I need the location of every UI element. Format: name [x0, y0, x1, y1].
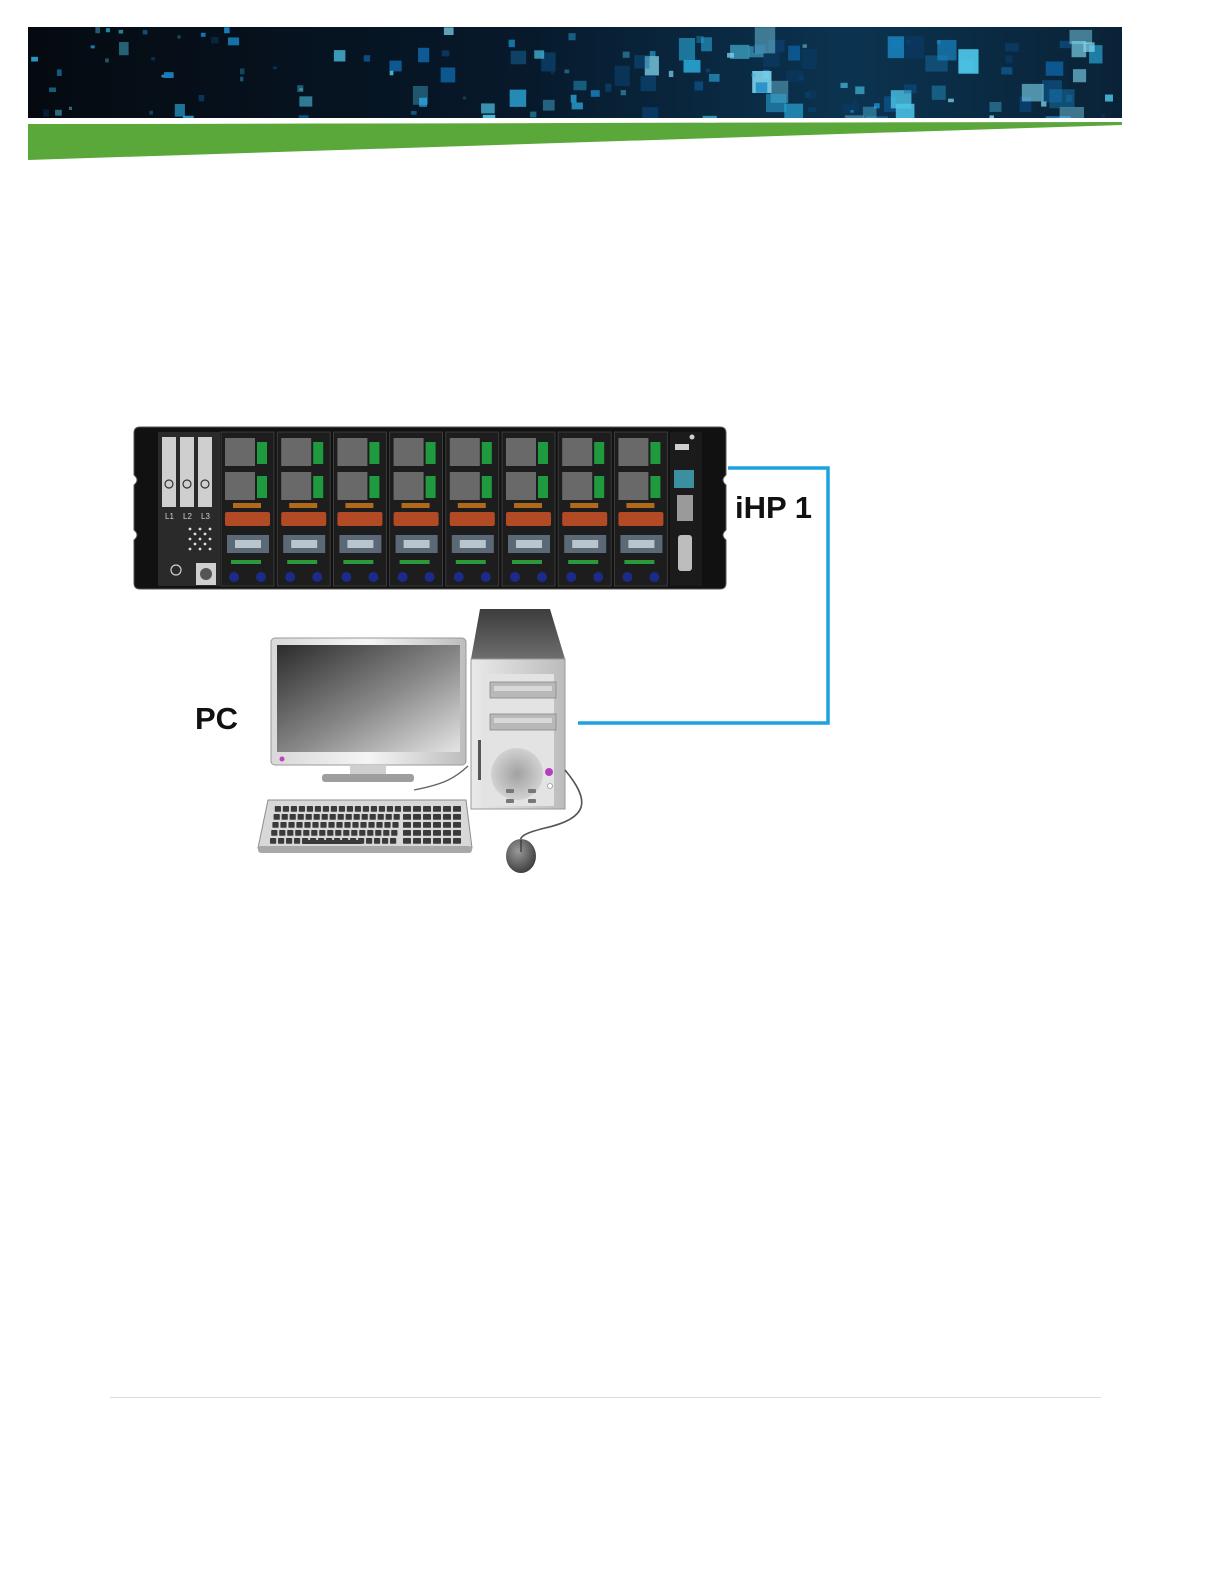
power-shelf-label: iHP 1 — [735, 490, 812, 526]
pc-label: PC — [195, 701, 238, 737]
footer-divider — [110, 1397, 1101, 1398]
power-shelf-icon: L1 L2 L3 — [134, 427, 726, 589]
keyboard-icon — [258, 800, 472, 853]
tower-case-icon — [471, 609, 565, 809]
mouse-icon — [506, 839, 536, 873]
rack-label-l3: L3 — [201, 512, 210, 521]
rack-label-l2: L2 — [183, 512, 192, 521]
monitor-icon — [271, 638, 466, 782]
desktop-pc-icon — [258, 609, 582, 873]
rack-label-l1: L1 — [165, 512, 174, 521]
